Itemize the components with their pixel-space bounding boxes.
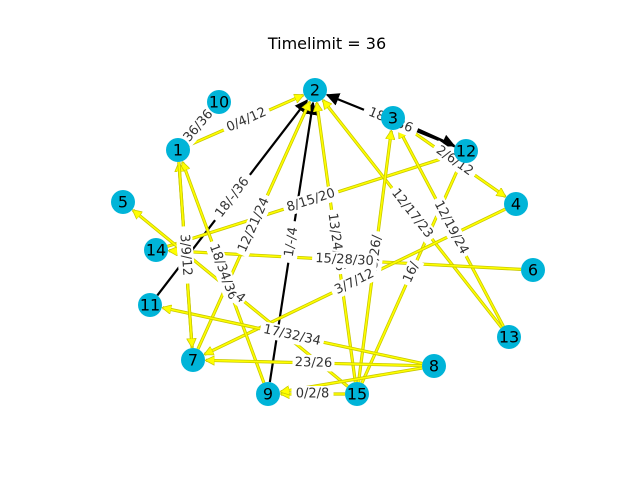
node-label: 3 — [388, 109, 398, 128]
node-label: 15 — [347, 385, 367, 404]
node-13: 13 — [497, 325, 521, 349]
edge-label-bg — [178, 104, 219, 148]
edge-label-text: 3/9/12 — [177, 234, 195, 277]
edge-label-1-7: 3/9/12 — [175, 229, 196, 281]
edge-label-text: 12/17/23 — [388, 186, 436, 241]
node-10: 10 — [207, 90, 231, 114]
edge-label-text: 12/21/24 — [235, 195, 273, 254]
edge-label-bg — [208, 169, 257, 226]
node-circle — [166, 138, 190, 162]
node-circle — [381, 106, 405, 130]
edge-label-6-14: 15/28/30 — [311, 250, 378, 270]
node-15: 15 — [345, 382, 369, 406]
edge-label-15-12: 16/ — [398, 256, 425, 289]
edge-label-bg — [398, 256, 425, 289]
node-1: 1 — [166, 138, 190, 162]
node-label: 8 — [429, 357, 439, 376]
edge-label-15-9: 0/2/8 — [291, 386, 334, 402]
edge-label-bg — [233, 192, 275, 258]
node-circle — [144, 238, 168, 262]
edge-label-7-2: 12/21/24 — [233, 192, 275, 258]
edge-label-bg — [385, 183, 439, 244]
edge-label-bg — [220, 102, 273, 138]
edge-label-8-11: 17/32/34 — [258, 320, 326, 351]
node-circle — [521, 258, 545, 282]
node-label: 7 — [188, 351, 198, 370]
node-5: 5 — [111, 190, 135, 214]
node-label: 13 — [499, 328, 519, 347]
edge-label-bg — [328, 264, 381, 300]
node-circle — [256, 382, 280, 406]
node-circle — [303, 78, 327, 102]
node-circle — [454, 139, 478, 163]
edge-label-13-2: 12/17/23 — [385, 183, 439, 244]
node-label: 12 — [456, 142, 476, 161]
node-14: 14 — [144, 238, 168, 262]
edge-label-text: 0/4/12 — [224, 105, 268, 136]
edge-label-text: 0/2/8 — [296, 387, 330, 402]
node-3: 3 — [381, 106, 405, 130]
node-circle — [207, 90, 231, 114]
node-circle — [345, 382, 369, 406]
edge-label-bg — [280, 220, 303, 264]
edge-label-bg — [230, 288, 250, 308]
edge-label-8-7: 23/26 — [292, 354, 335, 372]
node-label: 10 — [209, 93, 229, 112]
edge-label-text: 18/-/36 — [212, 174, 252, 220]
edge-label-bg — [428, 195, 474, 260]
node-9: 9 — [256, 382, 280, 406]
node-label: 6 — [528, 261, 538, 280]
edge-label-bg — [291, 386, 334, 402]
edge-label-text: 17/32/34 — [262, 322, 322, 349]
edge-label-bg — [281, 184, 341, 217]
node-7: 7 — [181, 348, 205, 372]
node-6: 6 — [521, 258, 545, 282]
diagram-title: Timelimit = 36 — [267, 34, 386, 53]
node-circle — [181, 348, 205, 372]
node-label: 11 — [140, 296, 160, 315]
node-label: 1 — [173, 141, 183, 160]
node-label: 9 — [263, 385, 273, 404]
node-12: 12 — [454, 139, 478, 163]
node-circle — [504, 192, 528, 216]
node-circle — [497, 325, 521, 349]
node-label: 2 — [310, 81, 320, 100]
node-circle — [138, 293, 162, 317]
node-4: 4 — [504, 192, 528, 216]
edge-label-15-5: 4 — [230, 288, 250, 308]
node-8: 8 — [422, 354, 446, 378]
edge-label-bg — [311, 250, 378, 270]
edge-label-text: 1/-/4 — [282, 226, 301, 258]
node-circle — [422, 354, 446, 378]
edge-label-bg — [175, 229, 196, 281]
edge-label-9-2: 1/-/4 — [280, 220, 303, 264]
edge-label-bg — [292, 354, 335, 372]
node-circle — [111, 190, 135, 214]
edge-label-text: 15/28/30 — [315, 251, 374, 269]
node-11: 11 — [138, 293, 162, 317]
node-2: 2 — [303, 78, 327, 102]
edge-label-bg — [429, 140, 480, 182]
edge-label-bg — [204, 238, 242, 306]
edge-label-bg — [258, 320, 326, 351]
edge-label-text: 23/26 — [295, 355, 333, 371]
node-label: 5 — [118, 193, 128, 212]
node-label: 14 — [146, 241, 166, 260]
node-label: 4 — [511, 195, 521, 214]
